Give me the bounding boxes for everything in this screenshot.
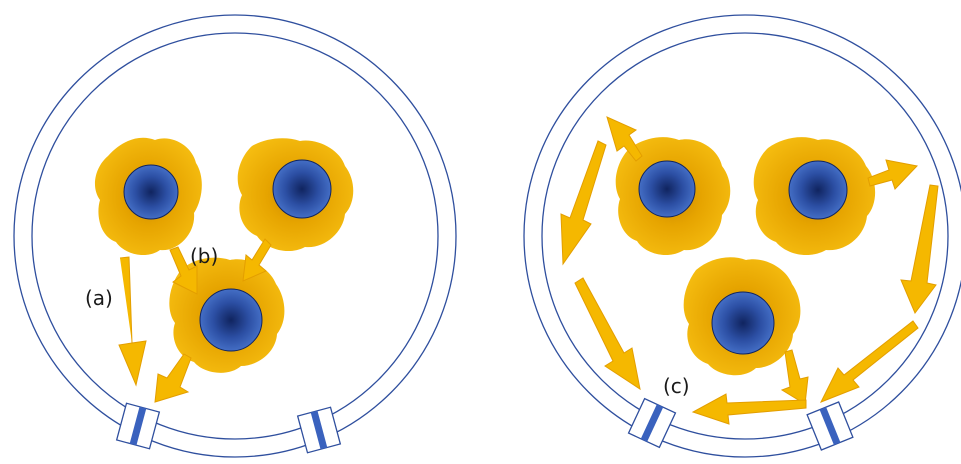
arrow-icon <box>782 350 808 404</box>
right-dish-outer-ring <box>524 15 961 457</box>
arrow-icon <box>575 278 640 389</box>
arrow-icon <box>119 257 146 385</box>
left-dish-inner-ring <box>32 33 438 439</box>
cell-icon <box>238 138 354 251</box>
arrow-icon <box>155 354 191 402</box>
cell-icon <box>684 257 801 375</box>
arrow-icon <box>693 394 806 424</box>
cell-icon <box>95 138 202 255</box>
label-a: (a) <box>85 286 113 310</box>
arrow-icon <box>901 185 938 313</box>
right-dish: (c) <box>524 15 961 457</box>
left-dish-outer-ring <box>14 15 456 457</box>
label-b: (b) <box>190 244 218 268</box>
electrode-icon <box>629 399 676 448</box>
electrode-icon <box>117 403 160 449</box>
arrow-icon <box>561 141 606 264</box>
cell-icon <box>754 137 875 255</box>
label-c: (c) <box>663 374 690 398</box>
left-dish: (a) (b) <box>14 15 456 457</box>
arrow-icon <box>868 160 917 189</box>
right-dish-inner-ring <box>542 33 948 439</box>
electrode-icon <box>807 402 853 450</box>
